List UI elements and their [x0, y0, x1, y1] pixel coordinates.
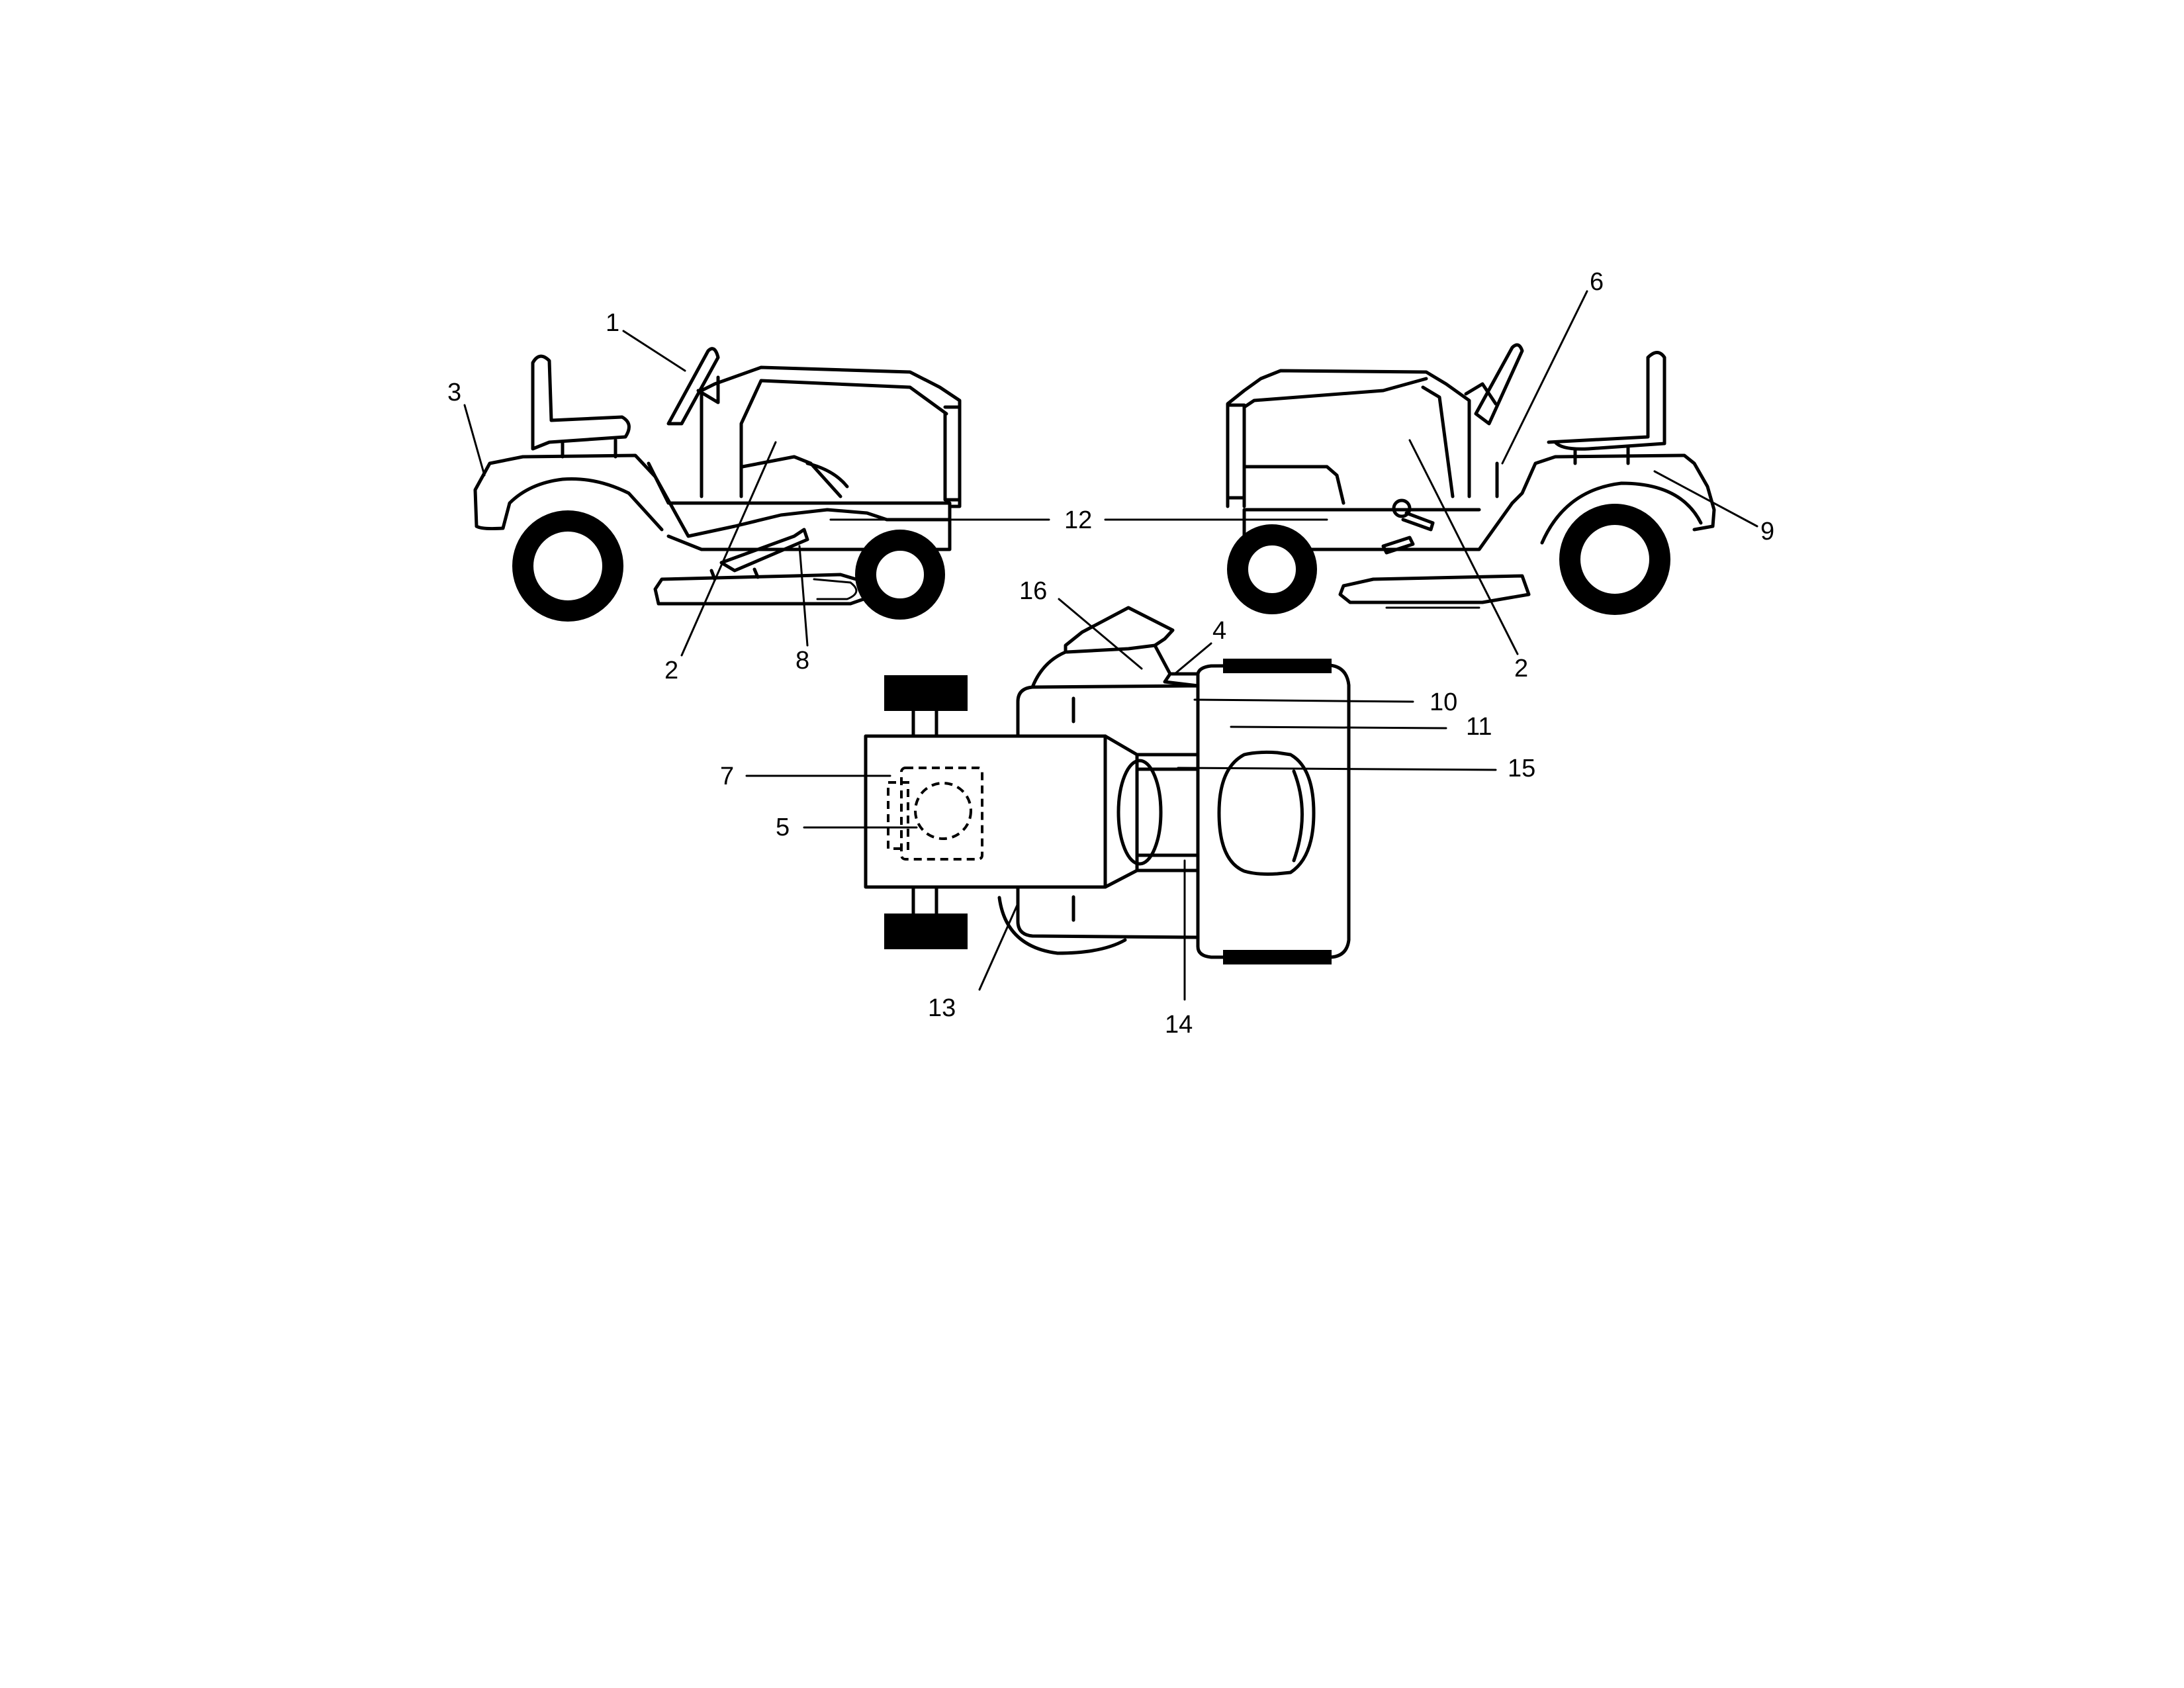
front-left-tire	[884, 675, 968, 711]
front-wheel	[855, 530, 945, 620]
rear-wheel	[512, 510, 623, 622]
callout-15: 15	[1508, 755, 1535, 782]
rear-body	[1196, 663, 1351, 959]
seat-top	[1217, 750, 1316, 876]
callout-2-right: 2	[1514, 655, 1528, 682]
tractor-left-side-view	[473, 347, 962, 622]
front-wheel	[1227, 524, 1317, 614]
callout-12: 12	[1064, 506, 1092, 534]
callout-16: 16	[1019, 577, 1047, 605]
callout-2-left: 2	[664, 657, 678, 684]
callout-14: 14	[1165, 1011, 1193, 1039]
hood	[700, 365, 962, 508]
steering-wheel	[1474, 343, 1524, 426]
callout-8: 8	[796, 647, 809, 675]
callout-3: 3	[447, 379, 461, 406]
leader-lines	[463, 290, 1758, 1001]
callout-5: 5	[776, 814, 790, 841]
mower-deck-top	[997, 896, 1127, 955]
callout-10: 10	[1430, 688, 1457, 716]
rear-fender	[1510, 453, 1716, 532]
rear-wheel	[1559, 504, 1670, 615]
tractor-right-side-view	[1226, 343, 1716, 615]
engine-outline	[900, 767, 983, 861]
callout-6: 6	[1590, 268, 1604, 296]
seat	[531, 354, 631, 451]
callout-4: 4	[1212, 617, 1226, 645]
steering-wheel	[666, 347, 720, 426]
callout-1: 1	[606, 309, 619, 337]
tractor-top-view	[864, 606, 1351, 964]
callout-13: 13	[928, 994, 956, 1022]
callout-labels: 1 3 2 8 12 6 9 2 16 4 10 11 15 7 5 13 14	[447, 268, 1774, 1039]
front-right-tire	[884, 914, 968, 949]
callout-9: 9	[1760, 518, 1774, 545]
mower-deck	[1338, 574, 1531, 604]
hood	[1226, 369, 1471, 508]
callout-11: 11	[1466, 713, 1492, 741]
hood-top	[864, 734, 1107, 889]
seat	[1547, 351, 1666, 451]
steering-column	[1116, 759, 1163, 866]
callout-7: 7	[720, 763, 734, 790]
